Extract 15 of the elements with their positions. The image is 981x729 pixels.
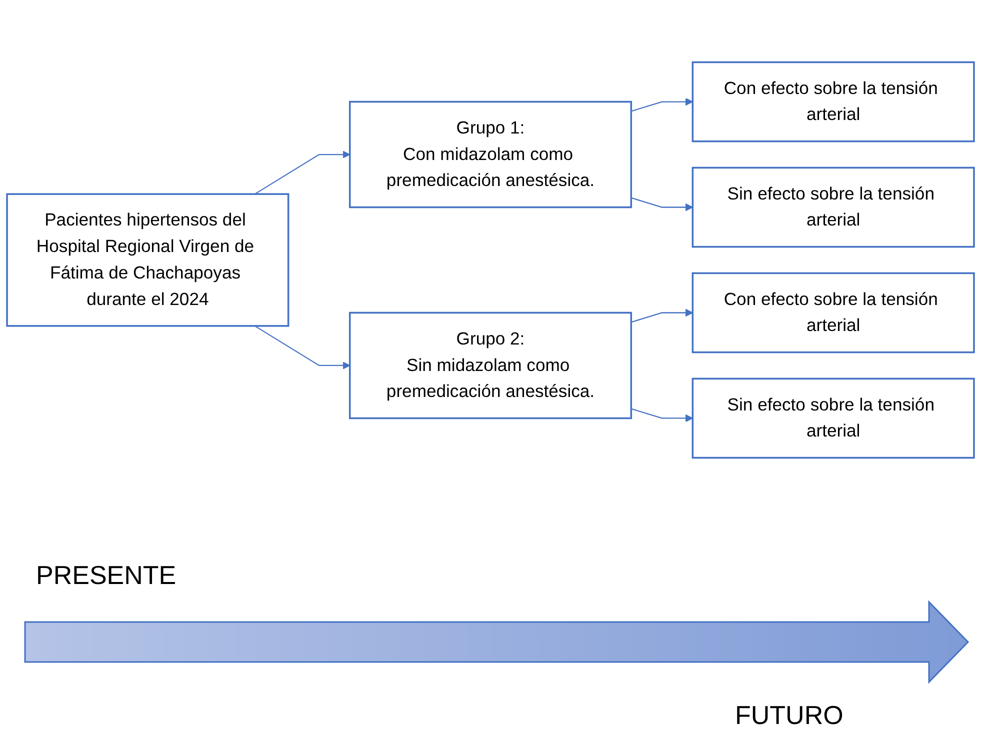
node-box: Con efecto sobre la tensión arterial [692,272,975,354]
timeline-label: FUTURO [735,700,844,729]
arrow [630,408,694,422]
arrow [630,197,694,212]
arrow [630,98,694,112]
node-box: Grupo 2: Sin midazolam como premedicación anestésica. [348,312,632,420]
arrow [254,325,350,370]
timeline-label: PRESENTE [36,560,176,591]
node-box: Sin efecto sobre la tensión arterial [692,378,975,459]
arrow [254,150,350,195]
node-box: Sin efecto sobre la tensión arterial [692,166,975,248]
node-box: Pacientes hipertensos del Hospital Regional Virgen de Fátima de Chachapoyas durante el 2024 [6,193,290,327]
arrow [630,308,694,323]
node-box: Con efecto sobre la tensión arterial [692,61,975,142]
node-box: Grupo 1: Con midazolam como premedicación anestésica. [348,100,632,208]
